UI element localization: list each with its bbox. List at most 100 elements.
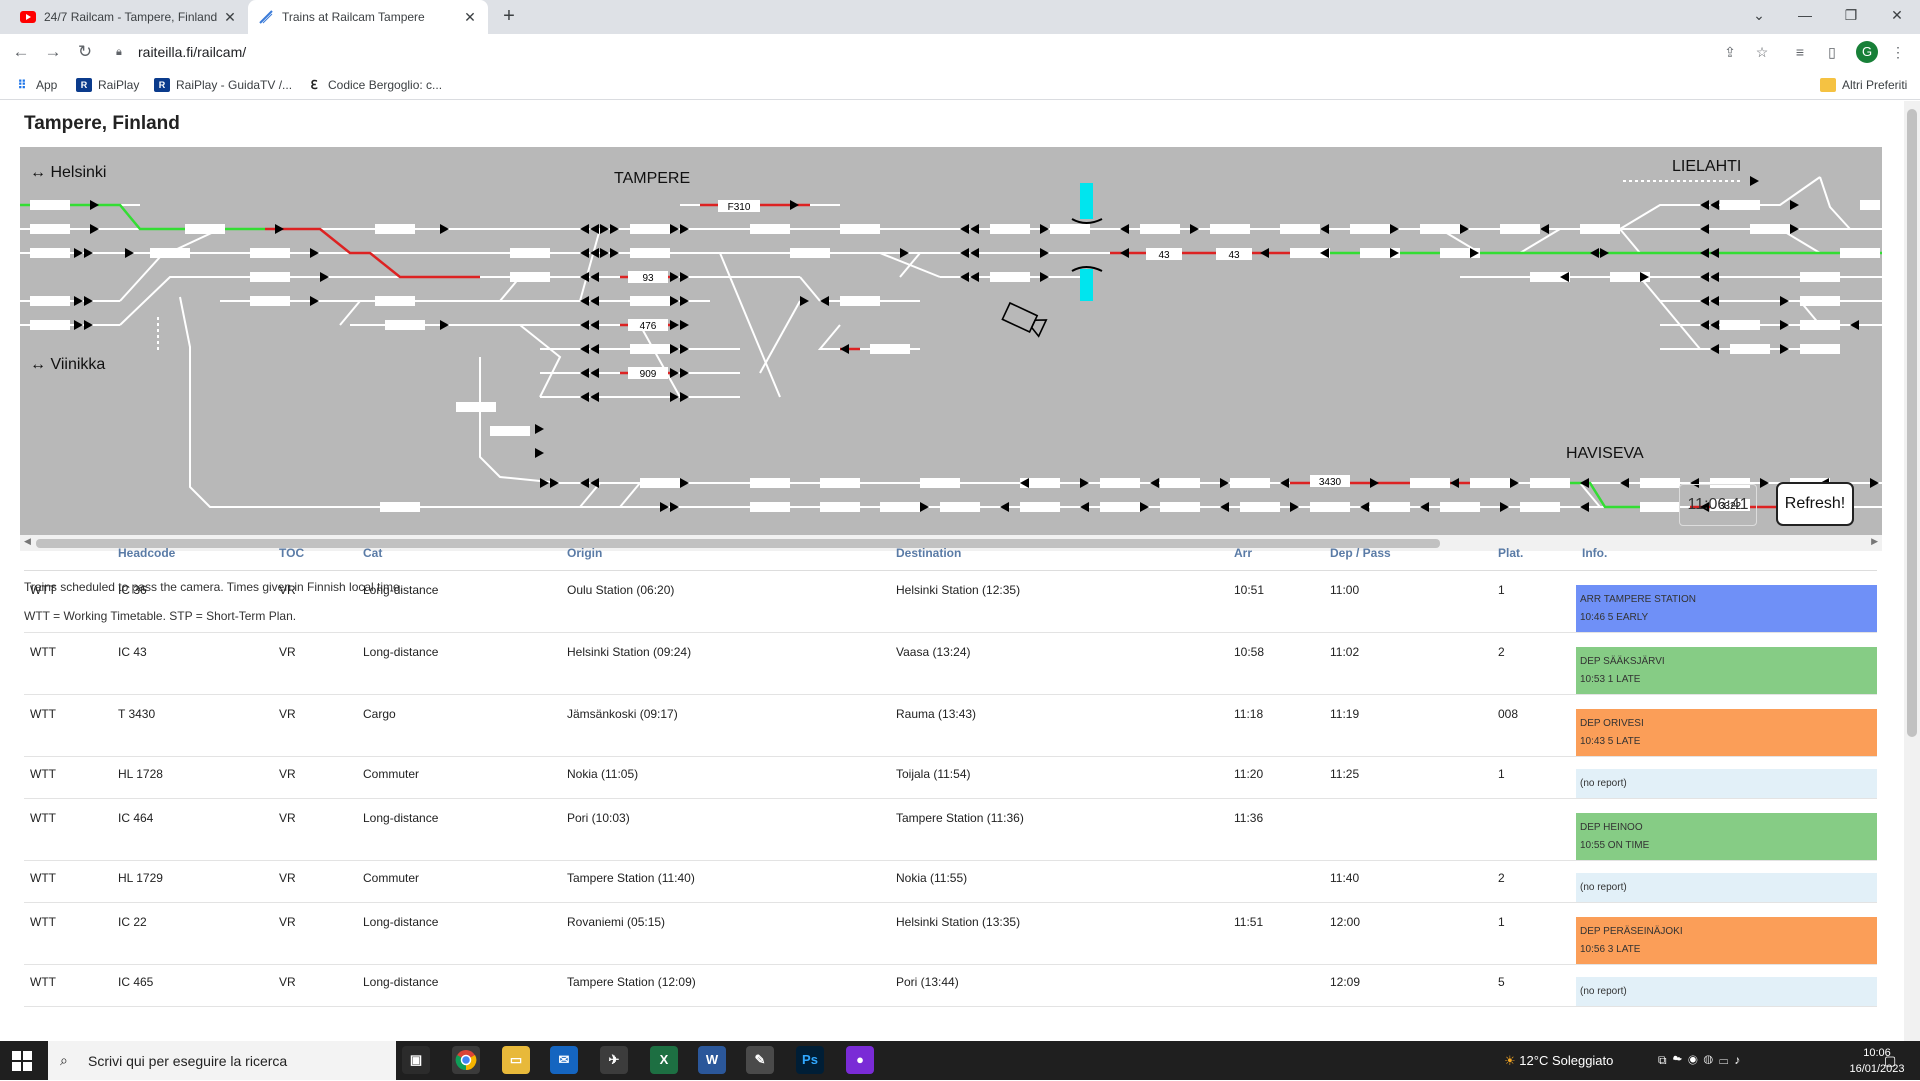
track-block (1750, 224, 1790, 234)
train-tag: 93 (642, 273, 654, 284)
paint-icon[interactable]: ✎ (746, 1046, 774, 1074)
track-block (1580, 224, 1620, 234)
taskbar-search-box[interactable]: ⌕ Scrivi qui per eseguire la ricerca (48, 1041, 396, 1080)
close-window-button[interactable]: ✕ (1891, 7, 1903, 23)
signal-arrow (440, 320, 449, 330)
signal-arrow (960, 272, 969, 282)
url-text: raiteilla.fi/railcam/ (138, 44, 247, 60)
restore-button[interactable]: ❐ (1844, 7, 1858, 23)
notifications-icon[interactable]: ▢ (1884, 1053, 1897, 1068)
sun-icon: ☀ (1504, 1053, 1516, 1068)
train-tag: 3430 (1319, 477, 1342, 488)
track-block (185, 224, 225, 234)
cell-dest: Tampere Station (11:36) (890, 798, 1228, 861)
app-drop-icon[interactable]: ● (846, 1046, 874, 1074)
track-block (1210, 224, 1250, 234)
track-block (375, 224, 415, 234)
cell-arr: 11:20 (1228, 756, 1324, 799)
signal-arrow (590, 224, 599, 234)
new-tab-button[interactable]: + (503, 5, 515, 27)
train-tag: 3322 (1719, 501, 1742, 512)
forward-icon[interactable]: → (44, 42, 62, 61)
close-icon[interactable]: ✕ (464, 8, 476, 25)
tab-search-icon[interactable]: ⌄ (1753, 7, 1765, 23)
signal-arrow (670, 502, 679, 512)
photoshop-icon[interactable]: Ps (796, 1046, 824, 1074)
system-tray-icons[interactable]: ⧉☁◉◍▭♪ (1658, 1053, 1747, 1067)
track-segment (1560, 481, 1640, 509)
taskbar-clock[interactable]: 10:06 16/01/2023 (1836, 1045, 1918, 1077)
minimize-button[interactable]: — (1798, 7, 1812, 23)
signal-arrow (580, 248, 589, 258)
other-bookmarks[interactable]: Altri Preferiti (1820, 76, 1907, 94)
search-placeholder: Scrivi qui per eseguire la ricerca (88, 1052, 288, 1069)
signal-arrow (1040, 272, 1049, 282)
col-destination: Destination (890, 536, 1228, 571)
signal-arrow (680, 392, 689, 402)
signal-arrow (84, 320, 93, 330)
cell-toc: VR (273, 756, 357, 799)
tab-trains-at-railcam[interactable]: Trains at Railcam Tampere ✕ (248, 0, 488, 34)
close-icon[interactable]: ✕ (224, 8, 236, 25)
status-line: DEP PERÄSEINÄJOKI (1580, 925, 1683, 937)
signal-arrow (1390, 248, 1399, 258)
track-block (1500, 224, 1540, 234)
refresh-button[interactable]: Refresh! (1776, 482, 1854, 526)
side-panel-icon[interactable]: ▯ (1828, 44, 1836, 60)
tab-label: Trains at Railcam Tampere (282, 10, 425, 24)
track-segment (119, 276, 200, 326)
signal-arrow (580, 296, 589, 306)
chrome-icon[interactable] (452, 1046, 480, 1074)
profile-avatar[interactable]: G (1856, 41, 1878, 63)
cell-dep: 12:09 (1324, 964, 1492, 1007)
signal-arrow (1870, 478, 1879, 488)
scrollbar-thumb[interactable] (1907, 109, 1917, 737)
cell-cat: Long-distance (357, 632, 561, 695)
weather-widget[interactable]: ☀ 12°C Soleggiato (1504, 1041, 1613, 1080)
clock-time: 10:06 (1863, 1047, 1891, 1059)
track-block (1290, 248, 1330, 258)
rail-icon (258, 9, 274, 25)
signal-arrow (670, 320, 679, 330)
task-view-icon[interactable]: ▣ (402, 1046, 430, 1074)
excel-icon[interactable]: X (650, 1046, 678, 1074)
cell-origin: Tampere Station (11:40) (561, 860, 890, 903)
track-block (250, 296, 290, 306)
back-icon[interactable]: ← (12, 42, 30, 61)
address-bar[interactable]: 🔒︎ raiteilla.fi/railcam/ (108, 38, 1788, 66)
bookmark-codice-bergoglio[interactable]: ℇ Codice Bergoglio: c... (306, 76, 442, 94)
signal-arrow (970, 224, 979, 234)
cell-dep: 11:19 (1324, 694, 1492, 757)
signal-arrow (550, 478, 559, 488)
word-icon[interactable]: W (698, 1046, 726, 1074)
mail-icon[interactable]: ✉ (550, 1046, 578, 1074)
page-vertical-scrollbar[interactable] (1904, 101, 1920, 1041)
cell-dest: Helsinki Station (13:35) (890, 902, 1228, 965)
bookmark-raiplay-guidatv[interactable]: R RaiPlay - GuidaTV /... (154, 76, 292, 94)
bookmark-apps[interactable]: ⠿ App (14, 76, 58, 94)
windows-start-icon[interactable] (12, 1051, 32, 1071)
signal-arrow (1710, 296, 1719, 306)
track-block (1470, 478, 1510, 488)
train-sim-icon[interactable]: ✈ (600, 1046, 628, 1074)
menu-dots-icon[interactable]: ⋮ (1891, 44, 1905, 60)
bookmark-star-icon[interactable]: ☆ (1755, 44, 1769, 60)
bookmark-raiplay[interactable]: R RaiPlay (76, 76, 139, 94)
cell-cat: Commuter (357, 756, 561, 799)
share-icon[interactable]: ⇪ (1724, 44, 1736, 60)
browser-toolbar: ← → ↻ 🔒︎ raiteilla.fi/railcam/ ⇪ ☆ ≡ ▯ G… (0, 34, 1920, 70)
status-badge: (no report) (1576, 976, 1877, 1006)
reload-icon[interactable]: ↻ (77, 42, 93, 61)
signal-arrow (320, 272, 329, 282)
map-label-helsinki: ↔ Helsinki (30, 164, 106, 181)
reading-list-icon[interactable]: ≡ (1795, 44, 1805, 60)
signal-arrow (920, 502, 929, 512)
file-explorer-icon[interactable]: ▭ (502, 1046, 530, 1074)
tab-railcam-youtube[interactable]: 24/7 Railcam - Tampere, Finland ✕ (10, 0, 248, 34)
status-line: DEP SÄÄKSJÄRVI (1580, 655, 1665, 667)
signal-arrow (1710, 320, 1719, 330)
signal-arrow (580, 392, 589, 402)
